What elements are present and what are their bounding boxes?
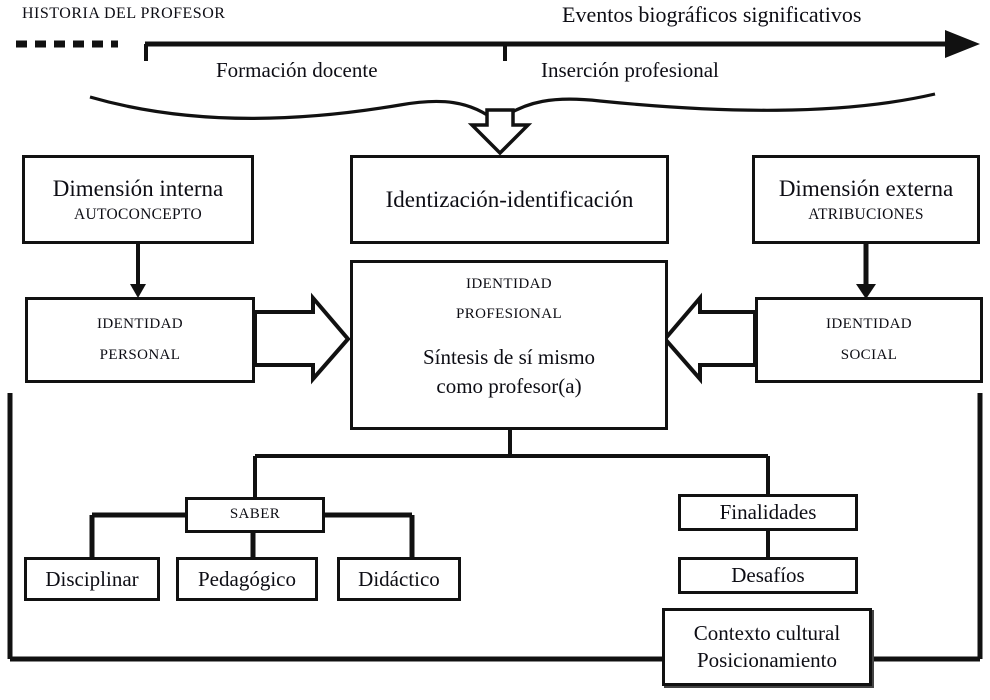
box-identizacion-identificacion[interactable]: Identización-identificación: [350, 155, 669, 244]
dimension-interna-subtitle: AUTOCONCEPTO: [74, 205, 202, 223]
identidad-profesional-line2: PROFESIONAL: [455, 305, 563, 322]
dimension-interna-title: Dimensión interna: [52, 175, 224, 201]
timeline-phase-formacion: Formación docente: [216, 58, 378, 82]
phase-brace: [89, 92, 936, 125]
saber-pedagogico-label: Pedagógico: [198, 566, 296, 591]
box-identidad-personal[interactable]: IDENTIDAD PERSONAL: [25, 297, 255, 383]
dimension-externa-subtitle: ATRIBUCIONES: [808, 205, 924, 223]
proceso-title: Identización-identificación: [385, 186, 634, 212]
identidad-profesional-line4: como profesor(a): [436, 374, 582, 399]
box-dimension-externa[interactable]: Dimensión externa ATRIBUCIONES: [752, 155, 980, 244]
box-saber-didactico[interactable]: Didáctico: [337, 557, 461, 601]
contexto-cultural-line1: Contexto cultural: [693, 621, 841, 646]
finalidades-label: Finalidades: [719, 500, 817, 525]
identidad-profesional-line1: IDENTIDAD: [465, 276, 553, 292]
down-block-arrow: [467, 108, 533, 156]
box-desafios[interactable]: Desafíos: [678, 557, 858, 594]
identidad-social-line1: IDENTIDAD: [825, 315, 913, 332]
box-dimension-interna[interactable]: Dimensión interna AUTOCONCEPTO: [22, 155, 254, 244]
saber-didactico-label: Didáctico: [358, 566, 440, 591]
timeline-arrowhead: [945, 30, 980, 58]
identidad-personal-line1: IDENTIDAD: [96, 315, 184, 332]
identidad-profesional-line3: Síntesis de sí mismo: [422, 345, 596, 370]
arrowhead-interna-personal: [130, 284, 146, 298]
box-identidad-profesional[interactable]: IDENTIDAD PROFESIONAL Síntesis de sí mis…: [350, 260, 668, 430]
box-saber-pedagogico[interactable]: Pedagógico: [176, 557, 318, 601]
box-saber[interactable]: SABER: [185, 497, 325, 533]
desafios-label: Desafíos: [731, 563, 805, 588]
box-saber-disciplinar[interactable]: Disciplinar: [24, 557, 160, 601]
timeline-left-caption: HISTORIA DEL PROFESOR: [22, 5, 226, 22]
box-identidad-social[interactable]: IDENTIDAD SOCIAL: [755, 297, 983, 383]
right-block-arrow: [253, 292, 351, 385]
identidad-social-line2: SOCIAL: [840, 346, 898, 363]
saber-disciplinar-label: Disciplinar: [45, 566, 139, 591]
timeline-phase-insercion: Inserción profesional: [541, 58, 719, 82]
dimension-externa-title: Dimensión externa: [778, 175, 954, 201]
left-block-arrow: [662, 292, 757, 385]
timeline-right-caption: Eventos biográficos significativos: [562, 2, 862, 27]
identidad-personal-line2: PERSONAL: [99, 346, 181, 363]
box-contexto-cultural[interactable]: Contexto cultural Posicionamiento: [662, 608, 872, 686]
saber-label: SABER: [229, 506, 281, 523]
contexto-cultural-line2: Posicionamiento: [697, 648, 837, 672]
box-finalidades[interactable]: Finalidades: [678, 494, 858, 531]
